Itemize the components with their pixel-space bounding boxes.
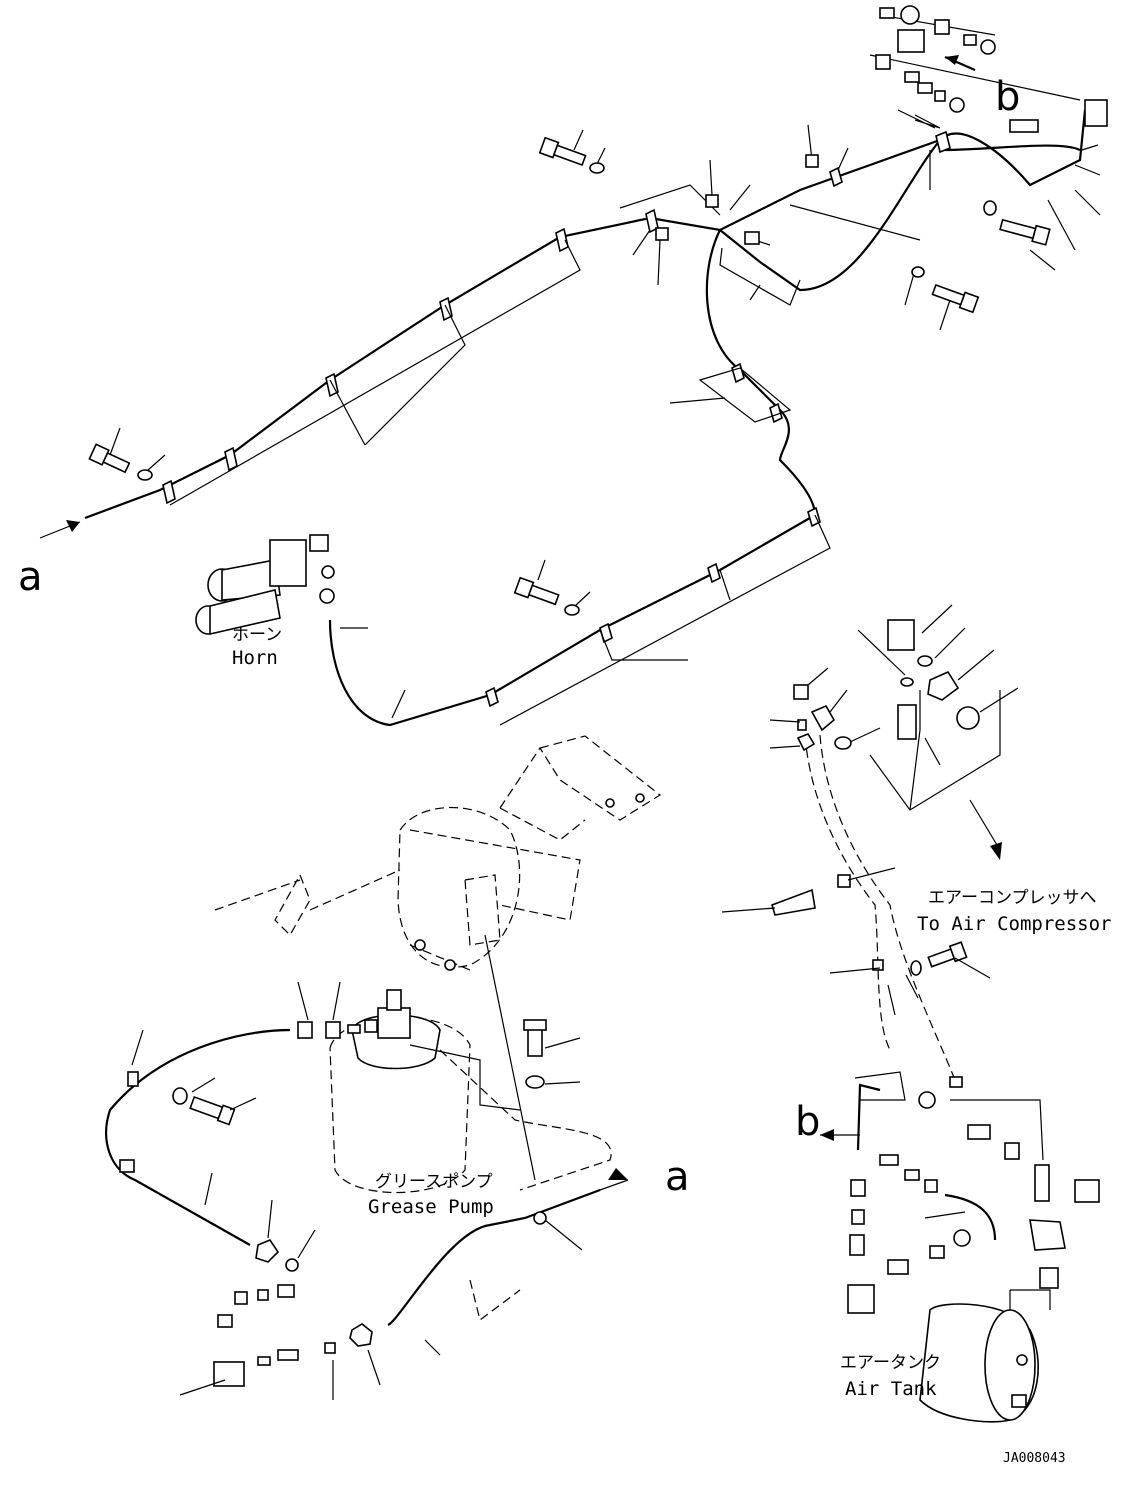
- label-grease-jp: グリースポンプ: [375, 1172, 493, 1192]
- arrow-a-left: [39, 520, 81, 539]
- label-tank-jp: エアータンク: [840, 1353, 941, 1373]
- drawing-code: JA008043: [1003, 1451, 1066, 1466]
- label-horn-jp: ホーン: [232, 625, 282, 645]
- label-grease-en: Grease Pump: [368, 1196, 494, 1218]
- main-air-line: [84, 109, 1101, 727]
- marker-a-left: a: [18, 554, 43, 600]
- label-horn-en: Horn: [232, 647, 278, 669]
- label-compressor-jp: エアーコンプレッサへ: [928, 888, 1096, 908]
- compressor-lines: [721, 604, 1100, 1423]
- mounting-bracket: [214, 735, 662, 1181]
- top-right-valves: [869, 5, 1108, 133]
- clip-brackets: [162, 130, 951, 708]
- marker-b-top: b: [995, 74, 1020, 120]
- label-tank-en: Air Tank: [845, 1378, 937, 1400]
- grease-pump: [329, 989, 612, 1193]
- marker-b-bottom: b: [795, 1099, 820, 1145]
- marker-a-right: a: [665, 1154, 690, 1200]
- bolts-upper: [88, 136, 1051, 616]
- lower-left-hoses: [105, 981, 629, 1400]
- label-compressor-en: To Air Compressor: [917, 913, 1111, 935]
- horn: [195, 534, 335, 636]
